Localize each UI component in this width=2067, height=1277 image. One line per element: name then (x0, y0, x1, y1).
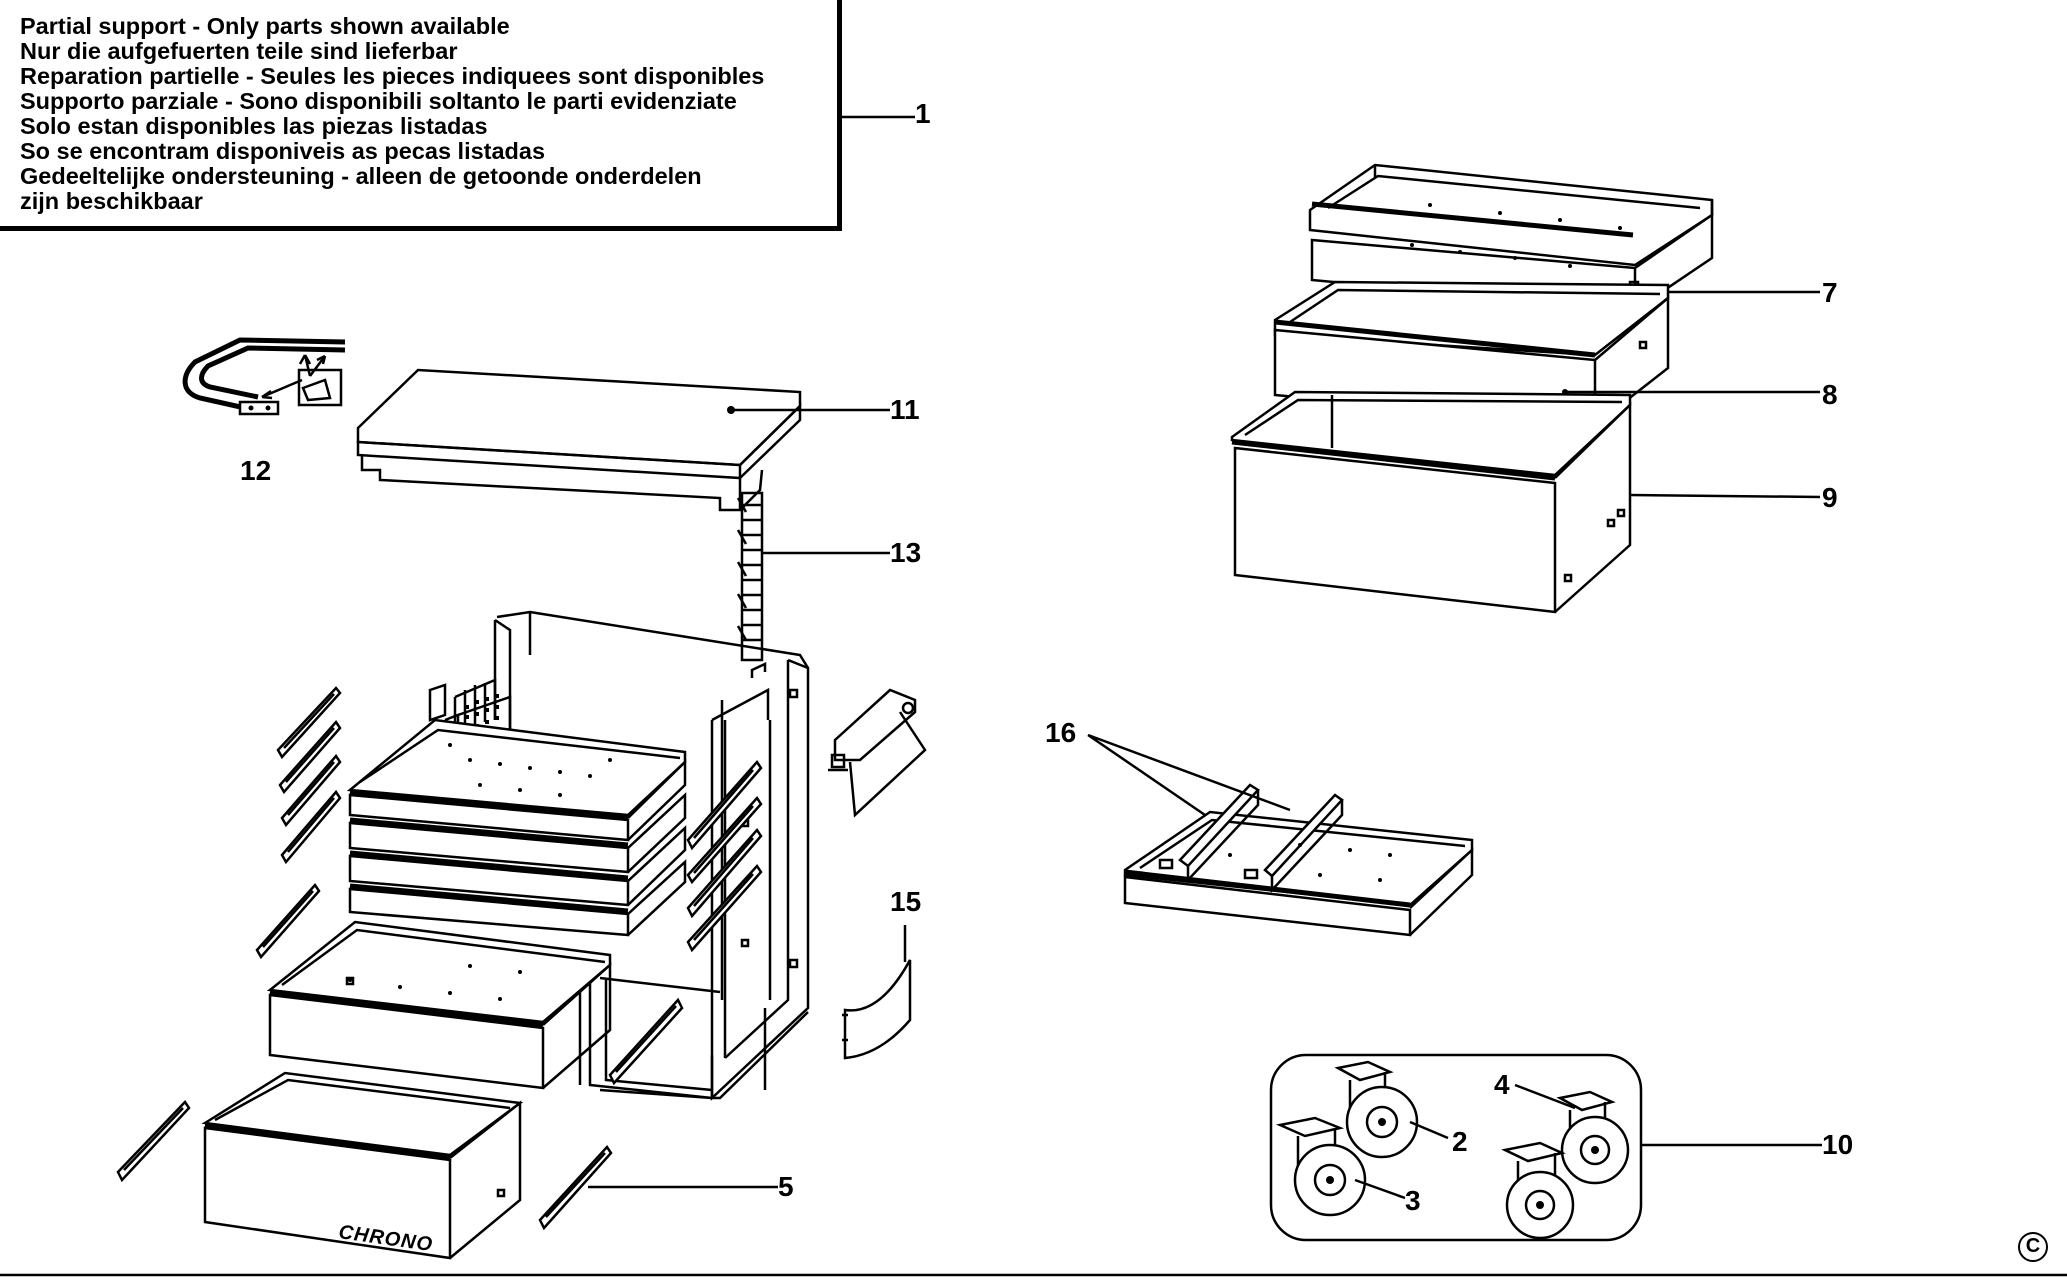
callout-label-5: 5 (778, 1171, 794, 1202)
callout-label-9: 9 (1822, 482, 1838, 513)
notice-line: zijn beschikbaar (20, 188, 203, 214)
lock-strip-part (736, 491, 764, 662)
handle-part (182, 337, 346, 416)
notice-line: Reparation partielle - Seules les pieces… (20, 63, 765, 89)
notice-line: Partial support - Only parts shown avail… (20, 13, 510, 39)
callout-leader (1629, 493, 1821, 499)
top-lid-part (356, 368, 802, 512)
callout-label-8: 8 (1822, 379, 1838, 410)
callout-label-3: 3 (1405, 1185, 1421, 1216)
callout-label-11: 11 (890, 394, 920, 425)
side-bracket (828, 688, 927, 818)
callout-leader (1514, 1083, 1576, 1110)
notice-line: Nur die aufgefuerten teile sind lieferba… (20, 38, 458, 64)
callout-label-12: 12 (240, 455, 271, 486)
notice-line: Solo estan disponibles las piezas listad… (20, 113, 488, 139)
callout-leader (1409, 1120, 1449, 1140)
partial-support-notice: Partial support - Only parts shown avail… (0, 0, 842, 231)
notice-line: Gedeeltelijke ondersteuning - alleen de … (20, 163, 702, 189)
castor-set-part (1269, 1053, 1643, 1242)
cabinet-body-part (428, 610, 810, 1101)
callout-label-15: 15 (890, 886, 921, 917)
drawer-with-dividers-part (1123, 783, 1474, 937)
drawer-slides-left (116, 686, 342, 1183)
deep-drawer: CHRONO (201, 1071, 524, 1260)
callout-label-1: 1 (915, 98, 931, 129)
medium-drawer (266, 920, 612, 1090)
callout-label-13: 13 (890, 537, 921, 568)
cover-sheet-part (842, 959, 912, 1060)
copyright-mark: C (2018, 1232, 2048, 1262)
callout-label-2: 2 (1452, 1126, 1468, 1157)
notice-line: Supporto parziale - Sono disponibili sol… (20, 88, 737, 114)
callout-leader (1087, 733, 1291, 817)
callout-label-16: 16 (1045, 717, 1076, 748)
drawer-slides-right (538, 759, 763, 1231)
drawer-part-9 (1230, 390, 1632, 614)
callout-label-7: 7 (1822, 277, 1838, 308)
callout-label-4: 4 (1494, 1069, 1510, 1100)
notice-line: So se encontram disponiveis as pecas lis… (20, 138, 546, 164)
shallow-drawer-stack (346, 718, 687, 937)
callout-leader (1354, 1178, 1406, 1200)
callout-label-10: 10 (1822, 1129, 1853, 1160)
